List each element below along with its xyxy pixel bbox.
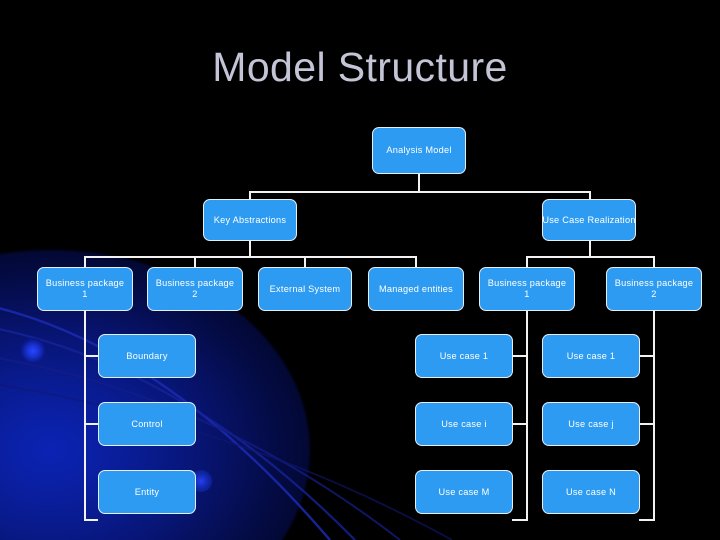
node-use-case-1-a[interactable]: Use case 1 [415,334,513,378]
connector-key-abstractions-down [249,240,251,257]
node-key-abstractions[interactable]: Key Abstractions [203,199,297,241]
node-business-package-2[interactable]: Business package 2 [147,267,243,311]
connector-key-abstractions-bus [84,256,417,258]
connector-bp1-to-control [84,423,98,425]
connector-ucrbp1-to-use-case-m [512,519,527,521]
connector-bp1-to-boundary [84,355,98,357]
node-use-case-m[interactable]: Use case M [415,470,513,514]
page-title: Model Structure [212,44,508,90]
connector-ucrbp1-spine [526,310,528,521]
connector-bp1-spine [84,310,86,521]
node-control[interactable]: Control [98,402,196,446]
node-external-system[interactable]: External System [258,267,352,311]
connector-ucr-down [589,240,591,257]
node-entity[interactable]: Entity [98,470,196,514]
node-ucr-business-package-1[interactable]: Business package 1 [479,267,575,311]
connector-analysis-down [418,174,420,192]
connector-ucrbp2-to-use-case-1 [639,355,654,357]
connector-to-ucr-business-package-2 [653,256,655,268]
node-analysis-model[interactable]: Analysis Model [372,127,466,174]
connector-to-use-case-realization [589,191,591,200]
connector-ucrbp1-to-use-case-i [512,423,527,425]
node-managed-entities[interactable]: Managed entities [368,267,464,311]
node-use-case-1-b[interactable]: Use case 1 [542,334,640,378]
node-use-case-realization[interactable]: Use Case Realization [542,199,636,241]
connector-to-key-abstractions [249,191,251,200]
connector-ucrbp2-spine [653,310,655,521]
connector-bp1-to-entity [84,519,98,521]
connector-ucrbp2-to-use-case-j [639,423,654,425]
node-business-package-1[interactable]: Business package 1 [37,267,133,311]
connector-to-ucr-business-package-1 [526,256,528,268]
connector-analysis-bus [249,191,591,193]
connector-to-managed-entities [415,256,417,268]
node-ucr-business-package-2[interactable]: Business package 2 [606,267,702,311]
node-boundary[interactable]: Boundary [98,334,196,378]
node-use-case-j[interactable]: Use case j [542,402,640,446]
node-use-case-i[interactable]: Use case i [415,402,513,446]
connector-ucr-bus [526,256,654,258]
connector-ucrbp2-to-use-case-n [639,519,654,521]
connector-ucrbp1-to-use-case-1 [512,355,527,357]
node-use-case-n[interactable]: Use case N [542,470,640,514]
